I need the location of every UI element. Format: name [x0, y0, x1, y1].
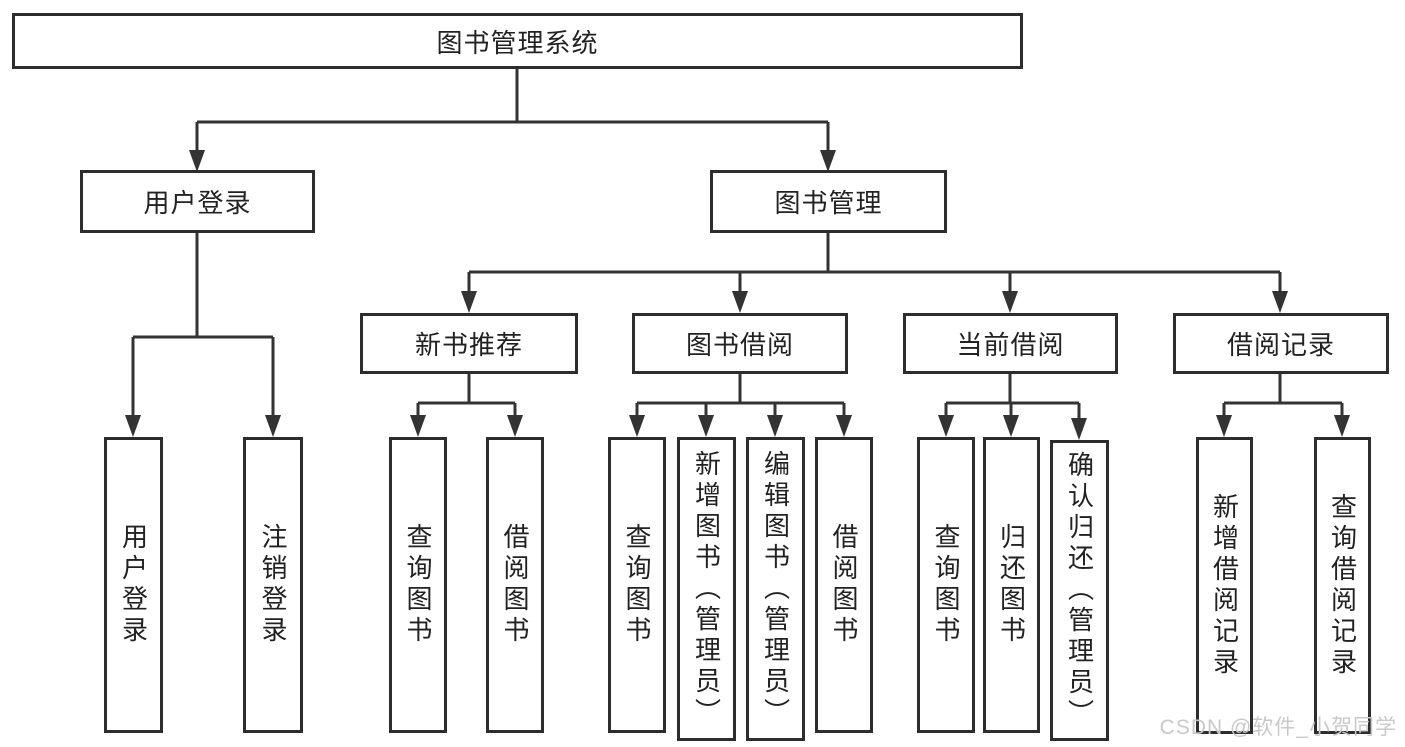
leaf-query-borrow-record-label: 查询借阅记录 — [1327, 492, 1358, 679]
connector-records-to-leaves — [1222, 374, 1344, 417]
node-borrowing-records-label: 借阅记录 — [1226, 330, 1335, 360]
arrowhead — [189, 150, 205, 172]
node-new-book-recommend: 新书推荐 — [360, 313, 578, 374]
leaf-query-books-borrowing-label: 查询图书 — [622, 523, 652, 647]
leaf-borrow-books: 借阅图书 — [815, 437, 873, 733]
connector-current-to-leaves — [944, 374, 1081, 419]
arrowhead — [1002, 291, 1018, 313]
node-book-management-label: 图书管理 — [774, 188, 883, 218]
leaf-confirm-return-admin: 确认归还（管理员） — [1050, 440, 1109, 741]
arrowhead — [820, 150, 836, 172]
connector-userlogin-to-leaves — [131, 233, 275, 417]
leaf-borrow-books-recommend: 借阅图书 — [486, 437, 544, 733]
leaf-logout: 注销登录 — [243, 437, 303, 733]
connector-borrowing-to-leaves — [635, 374, 846, 417]
csdn-watermark: CSDN @软件_小贺同学 — [1159, 716, 1397, 739]
leaf-borrow-books-label: 借阅图书 — [829, 523, 859, 647]
arrowhead — [1334, 415, 1350, 437]
node-book-borrowing: 图书借阅 — [632, 313, 848, 374]
node-current-borrowing-label: 当前借阅 — [956, 330, 1065, 360]
leaf-edit-books-admin-label: 编辑图书（管理员） — [760, 449, 791, 729]
leaf-query-books-recommend: 查询图书 — [389, 437, 447, 733]
arrowhead — [629, 415, 645, 437]
arrowhead — [1003, 415, 1019, 437]
arrowhead — [1216, 415, 1232, 437]
arrowhead — [265, 415, 281, 437]
connector-root-to-level2 — [195, 69, 830, 152]
connector-newrec-to-leaves — [416, 374, 517, 417]
arrowhead — [767, 415, 783, 437]
leaf-query-books-current-label: 查询图书 — [931, 523, 961, 647]
arrowhead — [1071, 418, 1087, 440]
leaf-borrow-books-recommend-label: 借阅图书 — [500, 523, 530, 647]
leaf-query-books-current: 查询图书 — [917, 437, 975, 733]
arrowhead — [125, 415, 141, 437]
leaf-edit-books-admin: 编辑图书（管理员） — [746, 437, 805, 741]
node-current-borrowing: 当前借阅 — [903, 313, 1118, 374]
arrowhead — [410, 415, 426, 437]
node-borrowing-records: 借阅记录 — [1173, 313, 1389, 374]
arrowhead — [1272, 291, 1288, 313]
leaf-confirm-return-admin-label: 确认归还（管理员） — [1064, 451, 1095, 730]
node-user-login: 用户登录 — [80, 170, 315, 233]
leaf-return-books: 归还图书 — [983, 437, 1040, 733]
leaf-add-books-admin-label: 新增图书（管理员） — [691, 449, 722, 729]
leaf-add-borrow-record-label: 新增借阅记录 — [1209, 492, 1240, 679]
leaf-query-books-borrowing: 查询图书 — [608, 437, 666, 733]
node-root-label: 图书管理系统 — [436, 27, 599, 58]
leaf-add-books-admin: 新增图书（管理员） — [677, 437, 736, 741]
leaf-add-borrow-record: 新增借阅记录 — [1196, 437, 1253, 734]
node-root-system: 图书管理系统 — [12, 13, 1023, 69]
arrowhead — [732, 291, 748, 313]
arrowhead — [507, 415, 523, 437]
leaf-logout-label: 注销登录 — [258, 523, 288, 647]
leaf-query-books-recommend-label: 查询图书 — [403, 523, 433, 647]
leaf-user-login: 用户登录 — [104, 437, 163, 733]
arrowhead — [461, 291, 477, 313]
node-book-borrowing-label: 图书借阅 — [685, 330, 794, 360]
leaf-query-borrow-record: 查询借阅记录 — [1314, 437, 1371, 734]
arrowhead — [698, 415, 714, 437]
node-new-book-recommend-label: 新书推荐 — [414, 330, 523, 360]
arrowhead — [836, 415, 852, 437]
node-book-management: 图书管理 — [710, 170, 947, 233]
leaf-return-books-label: 归还图书 — [996, 523, 1027, 647]
connector-bookmgmt-to-level3 — [467, 233, 1282, 293]
node-user-login-label: 用户登录 — [143, 188, 252, 218]
leaf-user-login-label: 用户登录 — [118, 523, 149, 647]
arrowhead — [938, 415, 954, 437]
